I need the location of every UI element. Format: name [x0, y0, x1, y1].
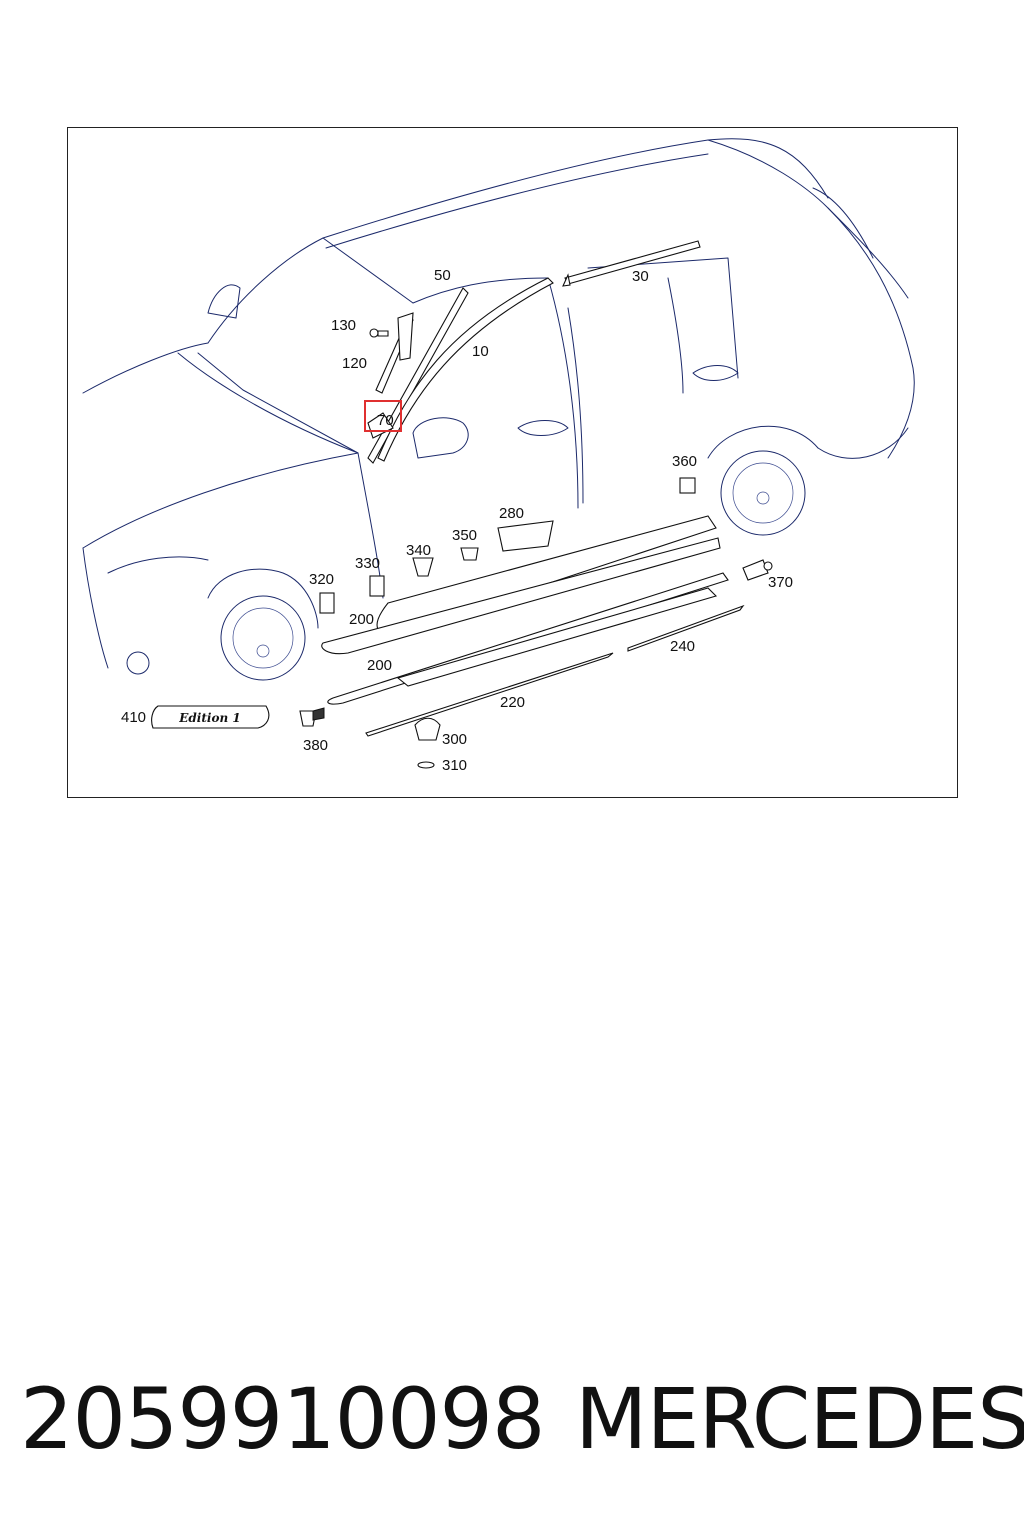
fasteners: [299, 477, 773, 769]
callout-300: 300: [442, 731, 467, 748]
callout-70: 70: [377, 412, 394, 429]
callout-220: 220: [500, 694, 525, 711]
callout-370: 370: [768, 574, 793, 591]
callout-320: 320: [309, 571, 334, 588]
callout-280: 280: [499, 505, 524, 522]
callout-labels: 50 30 130 10 120 70 360 280 350 340 330 …: [121, 267, 793, 774]
edition-badge: Edition 1: [151, 705, 270, 729]
callout-200-lower: 200: [367, 657, 392, 674]
callout-380: 380: [303, 737, 328, 754]
callout-240: 240: [670, 638, 695, 655]
part-number: 2059910098: [20, 1370, 545, 1468]
roof-trim-strips: [367, 240, 701, 464]
side-sill-panels: [321, 515, 745, 737]
diagram-frame: Edition 1 50 30 130 10 120 70 360 280 35…: [67, 127, 958, 798]
badge-text: Edition 1: [178, 711, 240, 725]
callout-360: 360: [672, 453, 697, 470]
callout-30: 30: [632, 268, 649, 285]
callout-120: 120: [342, 355, 367, 372]
brand-name: MERCEDES: [575, 1370, 1024, 1468]
callout-340: 340: [406, 542, 431, 559]
callout-50: 50: [434, 267, 451, 284]
parts-diagram: Edition 1 50 30 130 10 120 70 360 280 35…: [82, 138, 915, 774]
callout-10: 10: [472, 343, 489, 360]
highlight-box: [364, 400, 402, 432]
callout-310: 310: [442, 757, 467, 774]
callout-200-upper: 200: [349, 611, 374, 628]
callout-350: 350: [452, 527, 477, 544]
callout-330: 330: [355, 555, 380, 572]
footer: 2059910098 MERCEDES: [0, 1370, 1024, 1480]
callout-130: 130: [331, 317, 356, 334]
callout-410: 410: [121, 709, 146, 726]
